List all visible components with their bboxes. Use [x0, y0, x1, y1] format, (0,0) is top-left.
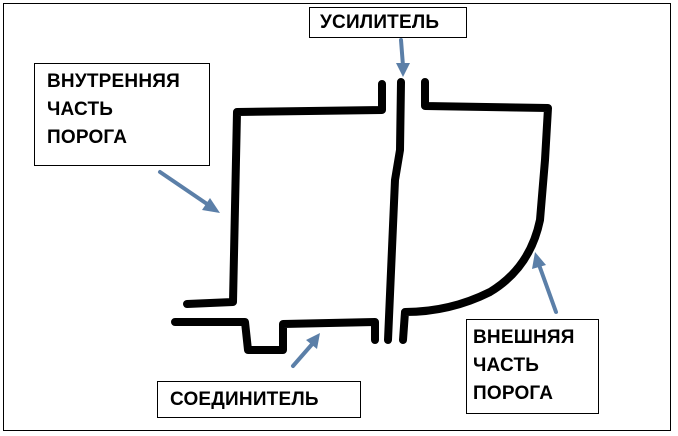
outer-sill-label-line-3: ПОРОГА: [473, 383, 554, 404]
arrow-inner-part: [158, 170, 220, 213]
outer-sill-outline: [399, 78, 552, 344]
arrow-amplifier: [396, 38, 410, 77]
connector-label: СОЕДИНИТЕЛЬ: [170, 389, 319, 410]
arrow-outer-part: [532, 252, 558, 314]
inner-sill-label-line-1: ВНУТРЕННЯЯ: [47, 71, 180, 92]
inner-sill-label-box: ВНУТРЕННЯЯ ЧАСТЬ ПОРОГА: [34, 63, 210, 166]
inner-sill-label-line-2: ЧАСТЬ: [47, 99, 114, 120]
amplifier-label-box: УСИЛИТЕЛЬ: [309, 7, 467, 38]
inner-sill-outline: [183, 80, 386, 308]
amplifier-outline: [384, 78, 405, 344]
connector-label-box: СОЕДИНИТЕЛЬ: [157, 381, 361, 418]
outer-sill-label-line-2: ЧАСТЬ: [473, 355, 540, 376]
inner-sill-label-line-3: ПОРОГА: [47, 127, 128, 148]
outer-sill-label-line-1: ВНЕШНЯЯ: [473, 327, 575, 348]
amplifier-label: УСИЛИТЕЛЬ: [320, 12, 440, 33]
outer-sill-label-box: ВНЕШНЯЯ ЧАСТЬ ПОРОГА: [466, 319, 599, 414]
diagram-frame: [3, 3, 671, 431]
arrow-connector: [291, 333, 320, 368]
connector-outline: [171, 318, 379, 354]
